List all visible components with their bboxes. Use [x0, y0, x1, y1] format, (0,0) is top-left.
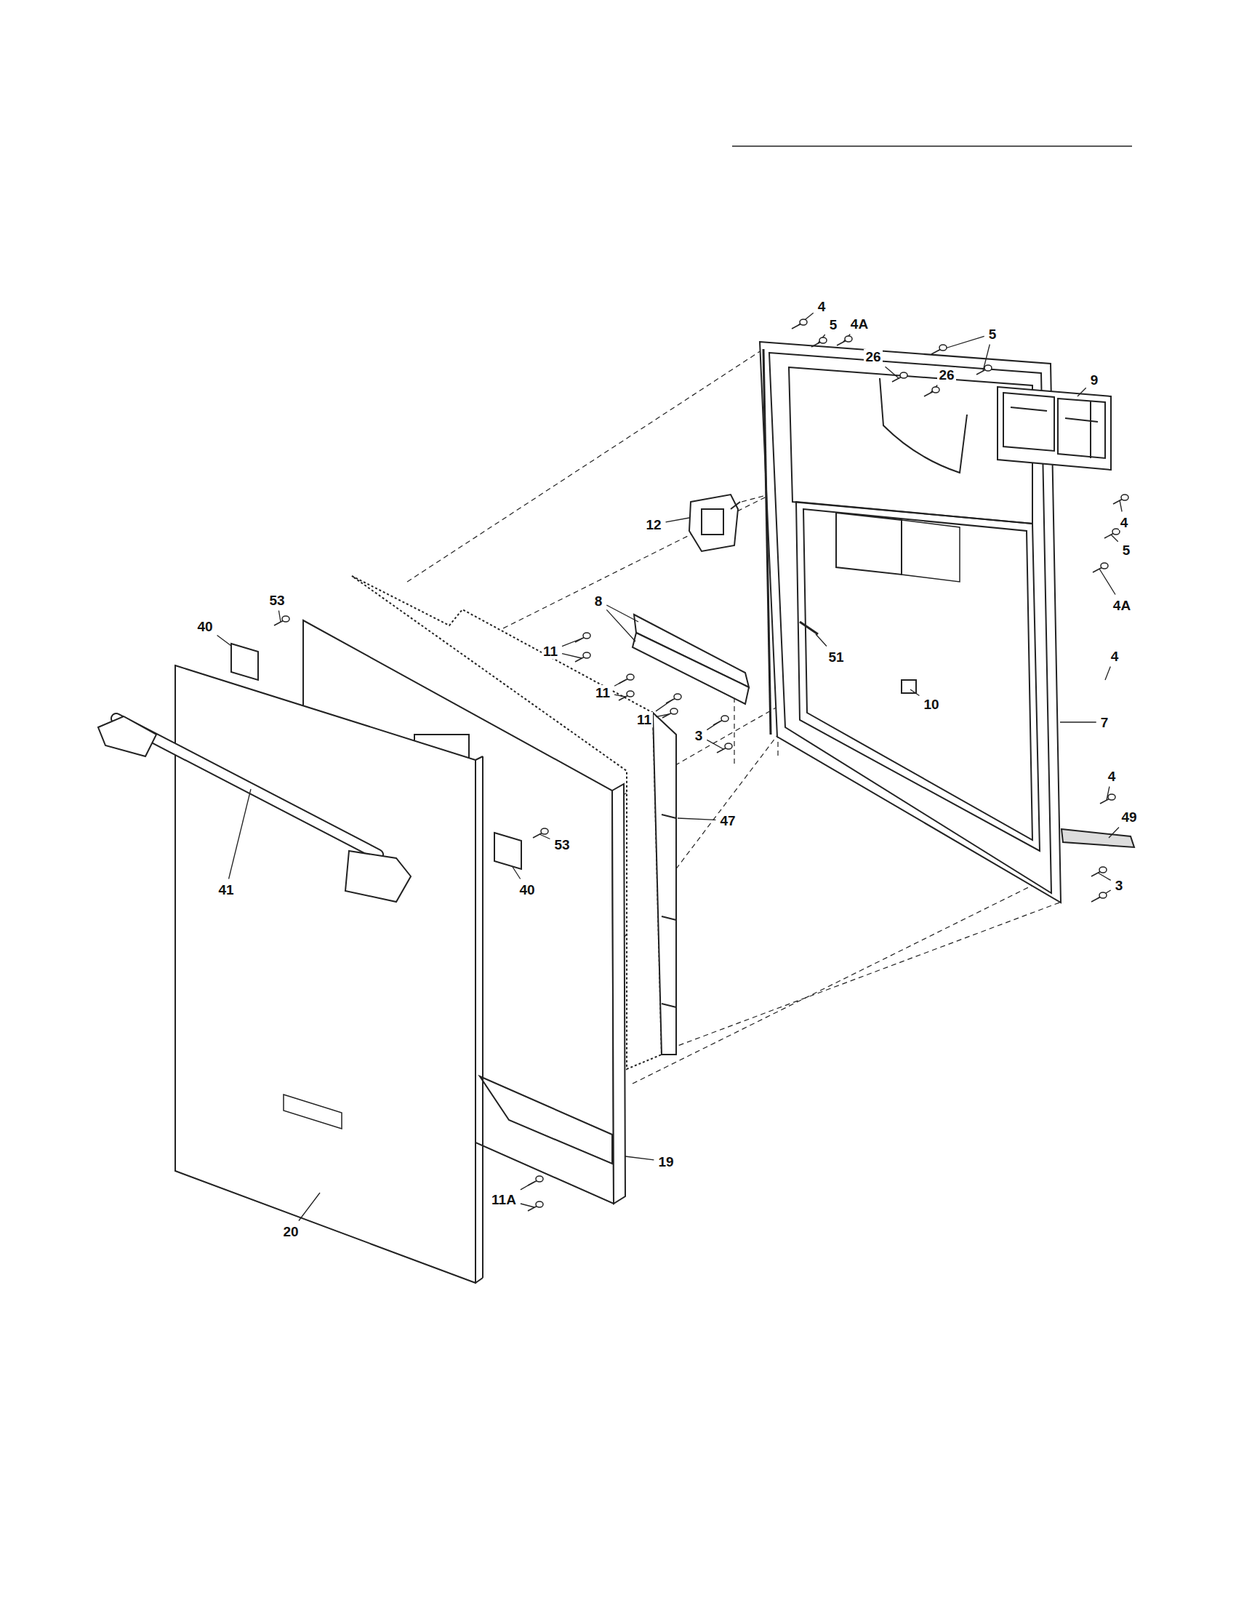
screw	[791, 319, 808, 329]
screw	[618, 673, 634, 684]
callout-number: 26	[937, 367, 956, 383]
leader-line	[1077, 387, 1087, 397]
screw	[1091, 892, 1107, 902]
screw	[892, 372, 908, 382]
callout-number: 4	[1109, 648, 1121, 664]
leader-line	[1119, 500, 1122, 512]
leader-line	[614, 694, 626, 697]
callout-number: 11	[594, 684, 612, 701]
callout-number: 40	[195, 618, 214, 634]
leader-line	[625, 1156, 654, 1160]
screw	[532, 828, 549, 838]
leader-line	[1097, 889, 1111, 898]
screw	[274, 615, 290, 626]
callout-number: 3	[1113, 877, 1125, 893]
screw	[1104, 528, 1120, 539]
screw	[836, 335, 853, 346]
leader-line	[520, 1203, 535, 1207]
screw	[713, 715, 729, 725]
callout-number: 53	[552, 836, 571, 853]
screw	[618, 690, 634, 701]
screw	[527, 1201, 544, 1211]
leader-line	[910, 689, 920, 696]
screw	[931, 344, 947, 355]
screw	[924, 386, 940, 397]
callout-number: 4	[816, 298, 828, 315]
callout-number: 8	[593, 593, 605, 609]
screw	[1113, 494, 1129, 504]
leader-line	[885, 366, 899, 379]
leader-line	[706, 739, 724, 749]
leader-line	[665, 517, 690, 523]
callout-number: 4A	[849, 316, 870, 332]
leader-line	[562, 653, 582, 658]
screw	[575, 632, 591, 642]
callout-number: 41	[216, 881, 235, 898]
callout-number: 9	[1089, 372, 1101, 388]
screw	[662, 708, 678, 718]
leader-line	[677, 817, 716, 820]
leader-line	[606, 604, 639, 622]
leader-line	[1060, 721, 1097, 722]
leader-line	[1110, 534, 1119, 542]
callout-number: 4	[1118, 514, 1130, 531]
callout-number: 4A	[1111, 597, 1133, 613]
leader-line	[1108, 827, 1119, 839]
callout-number: 53	[267, 592, 286, 608]
leader-line	[1105, 666, 1111, 681]
leader-line	[1097, 872, 1111, 880]
callout-number: 11	[635, 711, 653, 728]
callout-number: 5	[987, 326, 999, 342]
screw	[811, 337, 827, 347]
callout-number: 49	[1119, 809, 1138, 825]
leader-line	[217, 634, 232, 646]
leader-line	[298, 1192, 320, 1221]
leader-line	[539, 833, 550, 840]
leader-line	[278, 610, 281, 623]
callout-number: 5	[1121, 542, 1133, 558]
callout-number: 40	[517, 881, 536, 898]
screw	[716, 743, 733, 753]
callout-number: 51	[826, 649, 845, 665]
screw	[575, 652, 591, 662]
screw	[1100, 793, 1116, 804]
callout-number: 19	[656, 1153, 675, 1170]
callout-number: 5	[828, 316, 840, 333]
screw	[976, 364, 992, 375]
callout-number: 3	[693, 727, 705, 744]
leader-line	[606, 609, 636, 642]
screw	[665, 693, 682, 704]
screw	[1092, 562, 1109, 573]
callout-number: 11A	[490, 1191, 518, 1207]
leader-line	[798, 312, 814, 325]
callout-number: 4	[1106, 768, 1118, 784]
screw	[527, 1175, 544, 1186]
callout-number: 12	[644, 516, 663, 533]
callout-number: 10	[921, 696, 941, 712]
callout-number: 7	[1099, 714, 1111, 730]
callout-number: 11	[541, 643, 560, 659]
leader-line	[937, 335, 985, 351]
callout-number: 26	[863, 348, 882, 365]
callout-number: 47	[718, 812, 737, 829]
leader-line	[815, 633, 827, 647]
leader-line	[512, 866, 521, 880]
screw	[1091, 866, 1107, 877]
callout-number: 20	[281, 1223, 300, 1239]
leader-line	[1099, 568, 1116, 595]
leader-line	[229, 788, 251, 880]
